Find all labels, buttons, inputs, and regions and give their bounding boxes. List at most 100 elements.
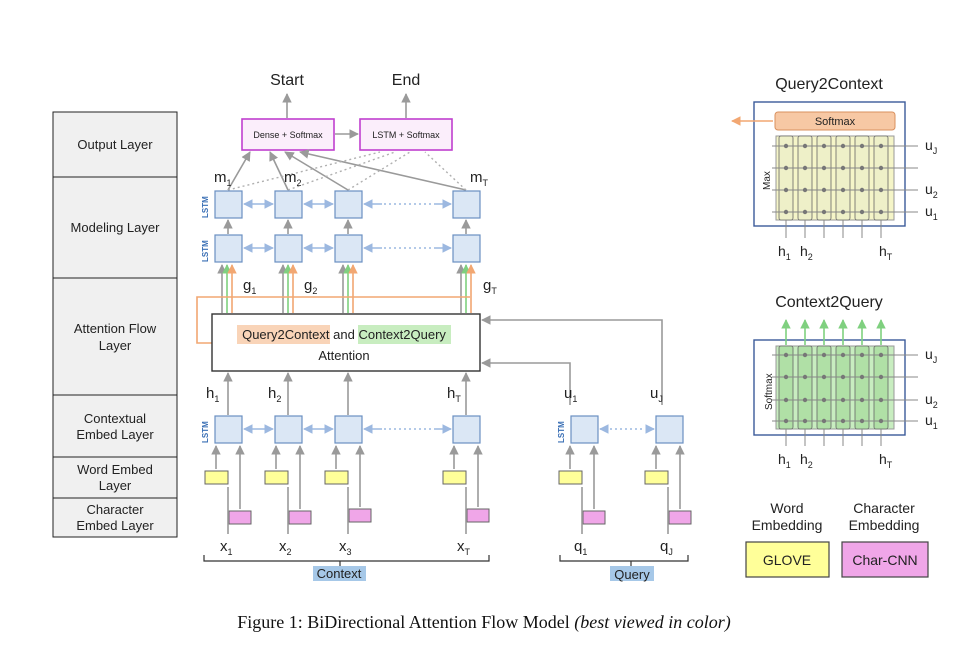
h-labels: h1 h2 hT u1 uJ — [206, 385, 663, 404]
context2query-panel: Context2Query Softmax — [753, 294, 938, 470]
group-braces: Context Query — [203, 555, 689, 582]
legend-word-2: Embedding — [752, 517, 823, 533]
m2-label: m2 — [284, 169, 302, 188]
output-layer: Start End Dense + Softmax LSTM + Softmax — [227, 72, 467, 191]
hT-label: hT — [447, 385, 461, 404]
q2c-softmax-label: Softmax — [815, 116, 856, 128]
modeling-layer-label: Modeling Layer — [71, 220, 161, 235]
context-cell-T — [452, 415, 481, 444]
query-label: Query — [614, 567, 650, 582]
modeling-layer: LSTM LSTM — [201, 190, 481, 263]
query2context-panel: Query2Context Softmax Max — [731, 76, 938, 262]
modeling-cell-bottom-T — [452, 234, 481, 263]
figure-caption: Figure 1: BiDirectional Attention Flow M… — [237, 612, 730, 633]
dense-softmax-box — [241, 118, 335, 151]
word-embed-qJ — [644, 470, 669, 485]
legend-word-1: Word — [770, 500, 803, 516]
c2q-softmax-label: Softmax — [764, 373, 775, 410]
char-embed-xT — [466, 508, 490, 523]
gT-label: gT — [483, 277, 497, 296]
char-layer-label-1: Character — [86, 502, 144, 517]
lstm-label-modeling-top: LSTM — [201, 196, 210, 218]
q2c-max-label: Max — [762, 171, 773, 190]
query-cell-1 — [570, 415, 599, 444]
c2q-h2: h2 — [800, 451, 813, 470]
c2q-grid — [772, 319, 918, 446]
lstm-label-modeling-bottom: LSTM — [201, 240, 210, 262]
legend-charcnn-label: Char-CNN — [852, 552, 917, 568]
char-embed-x2 — [288, 510, 312, 525]
legend: Word Embedding Character Embedding GLOVE… — [745, 500, 929, 578]
char-embed-x3 — [348, 508, 372, 523]
word-embed-q1 — [558, 470, 583, 485]
word-embed-x3 — [324, 470, 349, 485]
q2c-uJ: uJ — [925, 137, 937, 156]
attention-layer-label-1: Attention Flow — [74, 321, 157, 336]
legend-glove-box — [745, 541, 830, 578]
attention-layer-label-2: Layer — [99, 338, 132, 353]
x2-label: x2 — [279, 538, 292, 557]
lstm-softmax-label: LSTM + Softmax — [372, 130, 440, 140]
x3-label: x3 — [339, 538, 352, 557]
mT-label: mT — [470, 169, 489, 188]
u1-label: u1 — [564, 385, 577, 404]
word-embed-xT — [442, 470, 467, 485]
q2c-u2: u2 — [925, 181, 938, 200]
g1-label: g1 — [243, 277, 256, 296]
context-cell-2 — [274, 415, 303, 444]
input-labels: x1 x2 x3 xT q1 qJ — [220, 538, 673, 557]
contextual-layer-label-2: Embed Layer — [76, 427, 154, 442]
legend-glove-label: GLOVE — [763, 552, 811, 568]
modeling-cell-bottom-1 — [214, 234, 243, 263]
m-labels: m1 m2 mT — [214, 169, 489, 188]
q2c-hT: hT — [879, 243, 893, 262]
legend-charcnn-box — [841, 541, 929, 578]
h1-label: h1 — [206, 385, 219, 404]
q2c-h1: h1 — [778, 243, 791, 262]
word-embed-x2 — [264, 470, 289, 485]
c2q-u2: u2 — [925, 391, 938, 410]
uJ-label: uJ — [650, 385, 663, 404]
query-cell-J — [655, 415, 684, 444]
dense-softmax-label: Dense + Softmax — [253, 130, 323, 140]
modeling-cell-bottom-2 — [274, 234, 303, 263]
c2q-hT: hT — [879, 451, 893, 470]
q2c-grid — [772, 135, 918, 238]
contextual-layer-label-1: Contextual — [84, 411, 146, 426]
context-cell-3 — [334, 415, 363, 444]
c2q-u1: u1 — [925, 412, 938, 431]
lstm-label-context: LSTM — [201, 421, 210, 443]
attention-layer: Query2Context and Context2Query Attentio… — [211, 313, 663, 405]
legend-char-1: Character — [853, 500, 915, 516]
end-label: End — [392, 72, 420, 89]
char-embed-q1 — [582, 510, 606, 525]
modeling-cell-top-2 — [274, 190, 303, 219]
g-labels: g1 g2 gT — [243, 277, 497, 296]
char-embed-x1 — [228, 510, 252, 525]
modeling-cell-top-3 — [334, 190, 363, 219]
word-layer-label-1: Word Embed — [77, 462, 153, 477]
char-layer-label-2: Embed Layer — [76, 518, 154, 533]
q1-label: q1 — [574, 538, 587, 557]
attention-line-2: Attention — [318, 348, 369, 363]
h2-label: h2 — [268, 385, 281, 404]
g2-label: g2 — [304, 277, 317, 296]
c2q-h1: h1 — [778, 451, 791, 470]
c2q-title: Context2Query — [775, 294, 883, 311]
qJ-label: qJ — [660, 538, 673, 557]
xT-label: xT — [457, 538, 471, 557]
embedding-layers — [204, 445, 692, 534]
q2c-h2: h2 — [800, 243, 813, 262]
contextual-to-attention-arrows — [223, 372, 471, 415]
context-cell-1 — [214, 415, 243, 444]
x1-label: x1 — [220, 538, 233, 557]
legend-char-2: Embedding — [849, 517, 920, 533]
q2c-u1: u1 — [925, 203, 938, 222]
modeling-cell-top-1 — [214, 190, 243, 219]
context-label: Context — [317, 566, 362, 581]
char-embed-qJ — [668, 510, 692, 525]
modeling-cell-bottom-3 — [334, 234, 363, 263]
lstm-softmax-box — [359, 118, 453, 151]
start-label: Start — [270, 72, 304, 89]
